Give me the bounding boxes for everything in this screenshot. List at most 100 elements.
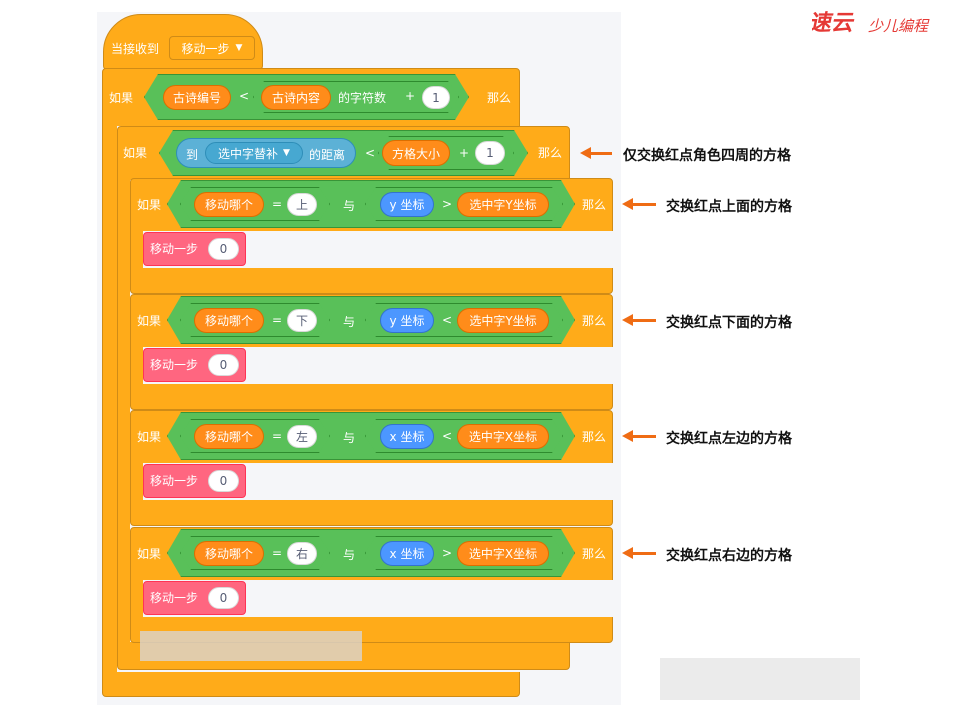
- logo-mark-icon: 速云 少儿编程: [808, 9, 930, 36]
- var-move-which-label: 移动哪个: [204, 198, 253, 212]
- var-selected-coord-label: 选中字X坐标: [468, 547, 538, 561]
- then-label: 那么: [538, 146, 563, 160]
- move-step-block[interactable]: [143, 464, 246, 498]
- direction-input[interactable]: 下: [287, 309, 317, 332]
- blurred-area: [140, 631, 362, 661]
- blurred-area: [660, 658, 860, 700]
- move-step-block[interactable]: [143, 581, 246, 615]
- direction-input[interactable]: 右: [287, 542, 317, 565]
- direction-input[interactable]: 上: [287, 193, 317, 216]
- svg-text:少儿编程: 少儿编程: [868, 17, 930, 35]
- move-step-input[interactable]: 0: [208, 238, 239, 260]
- move-step-value: 0: [219, 591, 228, 605]
- and-operator: 与: [343, 431, 356, 445]
- direction-input[interactable]: 左: [287, 425, 317, 448]
- eq-operator: =: [272, 429, 283, 443]
- move-step-input[interactable]: 0: [208, 587, 239, 609]
- eq-operator: =: [272, 197, 283, 211]
- number-input[interactable]: 1: [422, 86, 450, 109]
- compare-operator: <: [442, 429, 453, 443]
- sprite-dropdown[interactable]: 选中字替补 ▼: [205, 142, 303, 164]
- to-label: 到: [186, 148, 199, 162]
- annotation-text: 仅交换红点角色四周的方格: [623, 148, 791, 164]
- logo: 速云 少儿编程: [808, 6, 938, 38]
- and-operator: 与: [343, 548, 356, 562]
- if-label: 如果: [137, 430, 162, 444]
- direction-value: 左: [295, 430, 308, 444]
- annotation-text: 交换红点上面的方格: [666, 199, 792, 215]
- move-step-value: 0: [219, 474, 228, 488]
- move-step-label: 移动一步: [150, 358, 199, 372]
- if-label: 如果: [123, 146, 148, 160]
- arrow-icon: [622, 547, 633, 559]
- var-move-which[interactable]: 移动哪个: [194, 192, 264, 217]
- coordinate-reporter[interactable]: x 坐标: [380, 541, 434, 566]
- distance-label: 的距离: [309, 148, 346, 162]
- compare-operator: <: [442, 313, 453, 327]
- arrow-line: [630, 319, 656, 322]
- if-label: 如果: [137, 547, 162, 561]
- var-poem-number[interactable]: 古诗编号: [163, 85, 231, 110]
- move-step-label: 移动一步: [150, 242, 199, 256]
- coordinate-label: y 坐标: [389, 314, 425, 328]
- lt-operator: <: [365, 146, 376, 160]
- if-label: 如果: [137, 314, 162, 328]
- direction-value: 上: [295, 198, 308, 212]
- if-label: 如果: [109, 91, 134, 105]
- plus-operator: +: [405, 89, 416, 103]
- then-label: 那么: [582, 198, 607, 212]
- then-label: 那么: [582, 547, 607, 561]
- number-input[interactable]: 1: [475, 141, 505, 165]
- move-step-label: 移动一步: [150, 474, 199, 488]
- compare-operator: >: [442, 546, 453, 560]
- var-poem-content[interactable]: 古诗内容: [261, 85, 331, 110]
- number-input-value: 1: [486, 146, 494, 160]
- then-label: 那么: [487, 91, 512, 105]
- var-grid-size[interactable]: 方格大小: [382, 140, 450, 166]
- arrow-icon: [622, 314, 633, 326]
- message-label: 移动一步: [181, 41, 230, 56]
- var-selected-coord[interactable]: 选中字Y坐标: [457, 192, 549, 217]
- arrow-icon: [622, 198, 633, 210]
- var-selected-coord[interactable]: 选中字Y坐标: [457, 308, 549, 333]
- then-label: 那么: [582, 314, 607, 328]
- arrow-line: [630, 203, 656, 206]
- move-step-input[interactable]: 0: [208, 470, 239, 492]
- message-dropdown[interactable]: 移动一步 ▼: [169, 36, 255, 60]
- var-move-which-label: 移动哪个: [204, 314, 253, 328]
- var-move-which[interactable]: 移动哪个: [194, 308, 264, 333]
- var-selected-coord-label: 选中字Y坐标: [469, 198, 537, 212]
- coordinate-reporter[interactable]: y 坐标: [380, 308, 434, 333]
- eq-operator: =: [272, 313, 283, 327]
- coordinate-reporter[interactable]: x 坐标: [380, 424, 434, 449]
- move-step-input[interactable]: 0: [208, 354, 239, 376]
- and-operator: 与: [343, 315, 356, 329]
- var-selected-coord[interactable]: 选中字X坐标: [457, 541, 549, 566]
- eq-operator: =: [272, 546, 283, 560]
- var-selected-coord[interactable]: 选中字X坐标: [457, 424, 549, 449]
- arrow-line: [630, 435, 656, 438]
- annotation-text: 交换红点下面的方格: [666, 315, 792, 331]
- sprite-dropdown-label: 选中字替补: [218, 146, 279, 161]
- arrow-icon: [622, 430, 633, 442]
- compare-operator: >: [442, 197, 453, 211]
- var-selected-coord-label: 选中字X坐标: [468, 430, 538, 444]
- arrow-icon: [580, 147, 591, 159]
- var-move-which[interactable]: 移动哪个: [194, 541, 264, 566]
- coordinate-label: y 坐标: [389, 198, 425, 212]
- var-move-which-label: 移动哪个: [204, 430, 253, 444]
- move-step-value: 0: [219, 242, 228, 256]
- svg-text:速云: 速云: [812, 9, 857, 36]
- var-poem-number-label: 古诗编号: [172, 91, 221, 105]
- var-selected-coord-label: 选中字Y坐标: [469, 314, 537, 328]
- direction-value: 右: [295, 547, 308, 561]
- move-step-value: 0: [219, 358, 228, 372]
- coordinate-reporter[interactable]: y 坐标: [380, 192, 434, 217]
- move-step-label: 移动一步: [150, 591, 199, 605]
- arrow-line: [630, 552, 656, 555]
- hat-label: 当接收到: [111, 42, 160, 56]
- coordinate-label: x 坐标: [389, 430, 425, 444]
- var-move-which-label: 移动哪个: [204, 547, 253, 561]
- var-move-which[interactable]: 移动哪个: [194, 424, 264, 449]
- lt-operator: <: [239, 89, 250, 103]
